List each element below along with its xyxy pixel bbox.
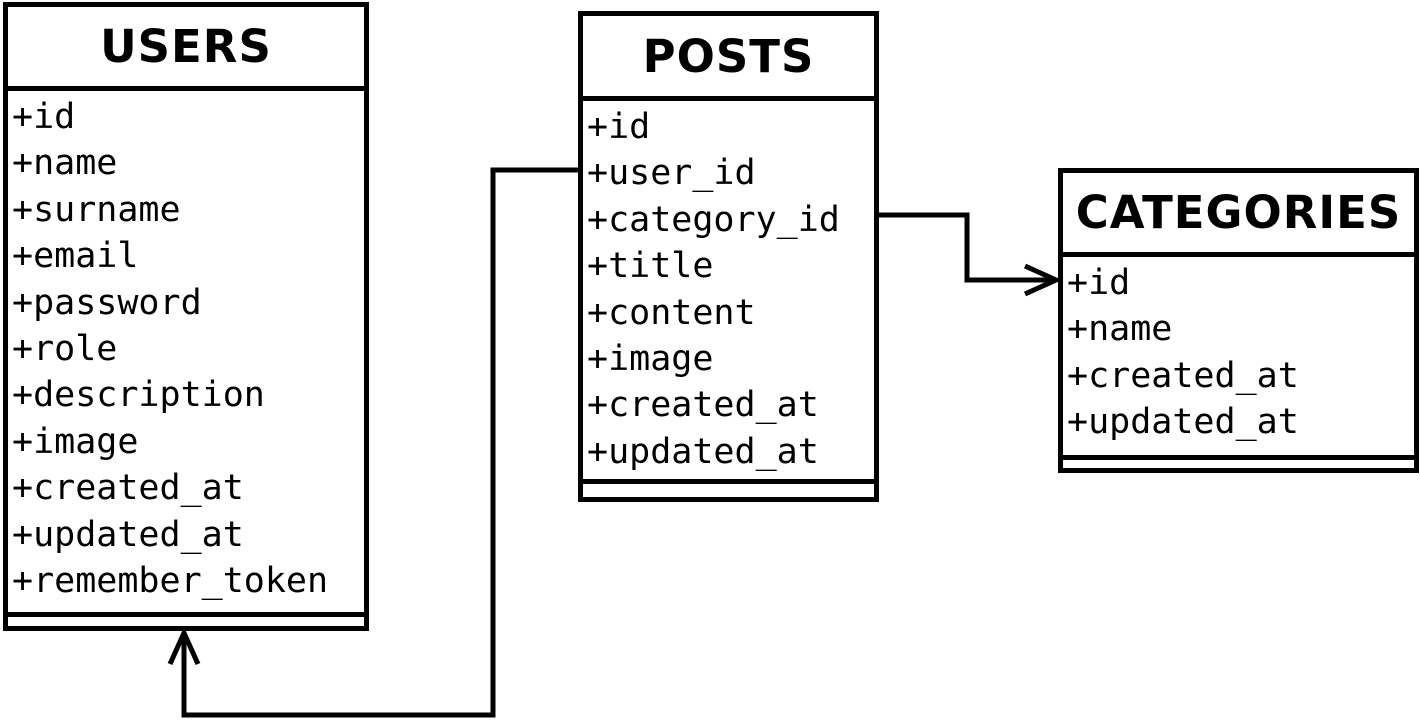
posts-entity[interactable]: POSTS +id +user_id +category_id +title +…: [578, 11, 879, 502]
posts-categories-relationship: [879, 212, 1063, 297]
users-attr-role: +role: [12, 328, 118, 369]
posts-method-area: [583, 484, 874, 497]
users-open-arrowhead-icon: [167, 626, 201, 666]
users-attr-image: +image: [12, 421, 139, 462]
users-attribute-list: +id +name +surname +email +password +rol…: [8, 91, 364, 618]
users-attr-password: +password: [12, 282, 202, 323]
posts-attr-content: +content: [587, 292, 756, 333]
categories-attr-updated-at: +updated_at: [1067, 402, 1299, 443]
posts-attr-id: +id: [587, 107, 651, 147]
posts-attr-image: +image: [587, 338, 714, 379]
posts-attr-user-id: +user_id: [587, 153, 756, 194]
users-attr-name: +name: [12, 143, 118, 184]
posts-entity-title: POSTS: [583, 16, 874, 101]
categories-entity[interactable]: CATEGORIES +id +name +created_at +update…: [1058, 168, 1419, 473]
users-entity[interactable]: USERS +id +name +surname +email +passwor…: [3, 2, 369, 631]
categories-open-arrowhead-icon: [1023, 263, 1063, 297]
users-attr-surname: +surname: [12, 189, 181, 230]
categories-method-area: [1063, 460, 1414, 468]
posts-categories-connector-line: [879, 212, 1056, 283]
categories-attr-name: +name: [1067, 309, 1173, 350]
categories-attribute-list: +id +name +created_at +updated_at: [1063, 257, 1414, 460]
users-attr-updated-at: +updated_at: [12, 514, 244, 555]
posts-attribute-list: +id +user_id +category_id +title +conten…: [583, 101, 874, 485]
categories-entity-title: CATEGORIES: [1063, 173, 1414, 257]
users-entity-title: USERS: [8, 7, 364, 91]
users-attr-email: +email: [12, 236, 139, 277]
categories-attr-id: +id: [1067, 263, 1131, 303]
posts-attr-created-at: +created_at: [587, 385, 819, 426]
users-attr-id: +id: [12, 97, 76, 137]
posts-attr-category-id: +category_id: [587, 199, 840, 240]
posts-attr-title: +title: [587, 246, 714, 287]
users-attr-description: +description: [12, 375, 265, 416]
users-method-area: [8, 617, 364, 626]
posts-attr-updated-at: +updated_at: [587, 431, 819, 472]
users-attr-created-at: +created_at: [12, 468, 244, 509]
categories-attr-created-at: +created_at: [1067, 355, 1299, 396]
users-attr-remember-token: +remember_token: [12, 560, 329, 601]
